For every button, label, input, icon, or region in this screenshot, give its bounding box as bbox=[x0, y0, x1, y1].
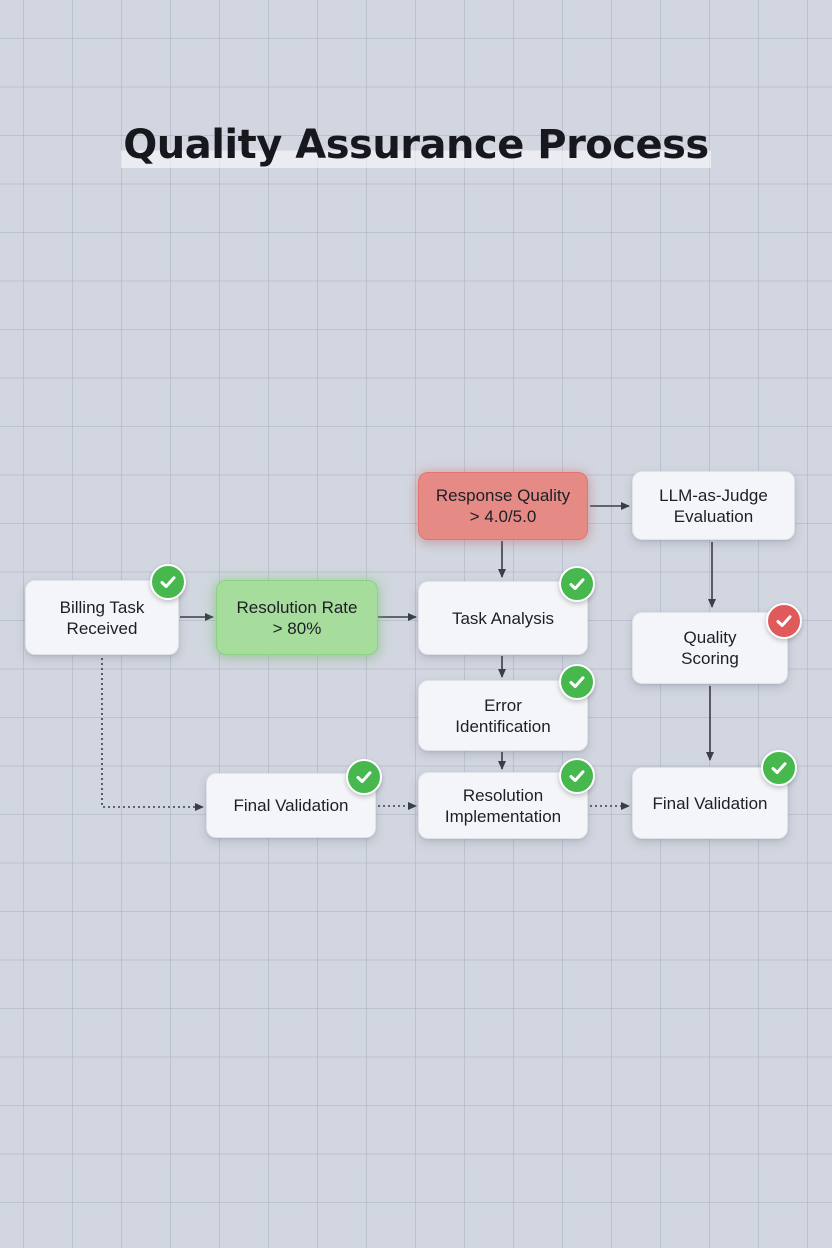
status-badge bbox=[766, 603, 802, 639]
check-icon bbox=[160, 576, 176, 588]
status-badge bbox=[559, 758, 595, 794]
check-icon bbox=[569, 770, 585, 782]
node-task-analysis: Task Analysis bbox=[418, 581, 588, 655]
check-icon bbox=[356, 771, 372, 783]
node-resolution-implementation: Resolution Implementation bbox=[418, 772, 588, 839]
node-llm-as-judge-evaluation: LLM-as-Judge Evaluation bbox=[632, 471, 795, 540]
diagram-title-text: Quality Assurance Process bbox=[121, 122, 711, 168]
status-badge bbox=[761, 750, 797, 786]
node-quality-scoring: Quality Scoring bbox=[632, 612, 788, 684]
node-resolution-rate: Resolution Rate > 80% bbox=[216, 580, 378, 655]
node-error-identification: Error Identification bbox=[418, 680, 588, 751]
check-icon bbox=[569, 676, 585, 688]
check-icon bbox=[771, 762, 787, 774]
diagram-title: Quality Assurance Process bbox=[0, 122, 832, 168]
node-response-quality: Response Quality > 4.0/5.0 bbox=[418, 472, 588, 540]
status-badge bbox=[559, 664, 595, 700]
status-badge bbox=[559, 566, 595, 602]
node-final-validation-right: Final Validation bbox=[632, 767, 788, 839]
status-badge bbox=[150, 564, 186, 600]
check-icon bbox=[776, 615, 792, 627]
dotted-arrow-billing-to-final-validation bbox=[101, 658, 204, 811]
status-badge bbox=[346, 759, 382, 795]
check-icon bbox=[569, 578, 585, 590]
